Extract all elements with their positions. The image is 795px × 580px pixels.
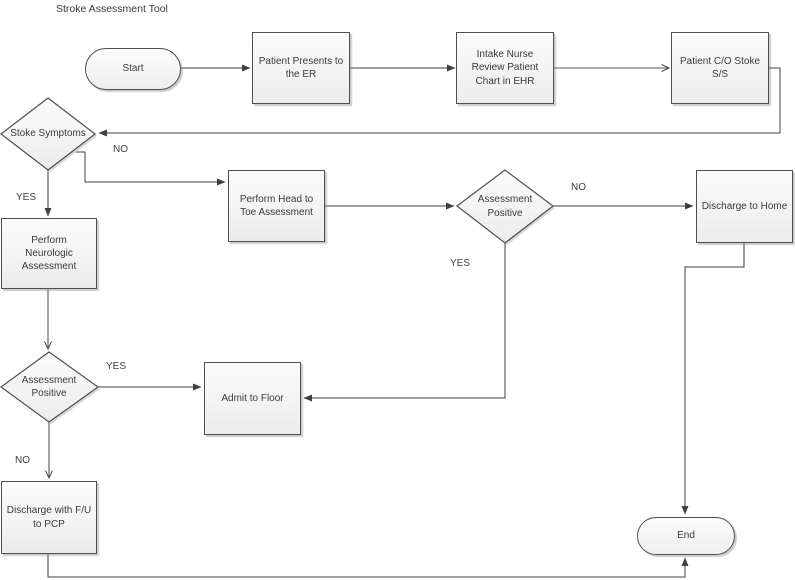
connector-assessment-yes-to-admit-floor [303,243,506,402]
process-neurologic[interactable]: Perform Neurologic Assessment [1,218,97,289]
edge-label-neuro-assess-yes: YES [106,361,127,372]
process-discharge-home[interactable]: Discharge to Home [696,170,793,243]
terminator-end[interactable]: End [637,517,735,555]
connector-discharge-home-to-end [681,243,745,515]
edge-label-stoke-no: NO [113,144,128,155]
process-intake-nurse[interactable]: Intake Nurse Review Patient Chart in EHR [456,32,554,104]
process-discharge-fu-pcp[interactable]: Discharge with F/U to PCP [1,481,97,554]
terminator-start[interactable]: Start [85,48,181,90]
connector-stoke-no-to-head-to-toe [71,151,226,186]
process-intake-nurse-label: Intake Nurse Review Patient Chart in EHR [471,49,539,87]
process-neurologic-label: Perform Neurologic Assessment [21,234,77,273]
decision-assessment-head-shape[interactable] [456,169,554,244]
edge-label-head-assess-no: NO [571,182,586,193]
edge-label-stoke-yes: YES [16,192,37,203]
connector-patient-co-to-stoke-symptoms [98,67,781,137]
process-admit-floor-label: Admit to Floor [221,392,284,404]
decision-assessment-neuro-shape[interactable] [0,351,100,423]
process-patient-co-stoke-label: Patient C/O Stoke S/S [679,55,761,80]
edge-label-head-assess-yes: YES [450,258,471,269]
process-head-to-toe[interactable]: Perform Head to Toe Assessment [228,170,325,242]
process-patient-presents[interactable]: Patient Presents to the ER [252,32,350,104]
process-patient-presents-label: Patient Presents to the ER [258,55,344,80]
process-admit-floor[interactable]: Admit to Floor [204,362,301,435]
process-head-to-toe-label: Perform Head to Toe Assessment [239,193,314,218]
edge-label-neuro-assess-no: NO [15,455,30,466]
terminator-end-label: End [677,530,695,542]
diagram-title: Stroke Assessment Tool [56,3,168,15]
process-discharge-fu-pcp-label: Discharge with F/U to PCP [6,505,92,530]
process-patient-co-stoke[interactable]: Patient C/O Stoke S/S [671,32,769,104]
process-discharge-home-label: Discharge to Home [701,200,788,212]
decision-stoke-symptoms-shape[interactable] [0,97,96,171]
connector-discharge-fu-to-end [47,554,689,578]
terminator-start-label: Start [122,63,144,75]
